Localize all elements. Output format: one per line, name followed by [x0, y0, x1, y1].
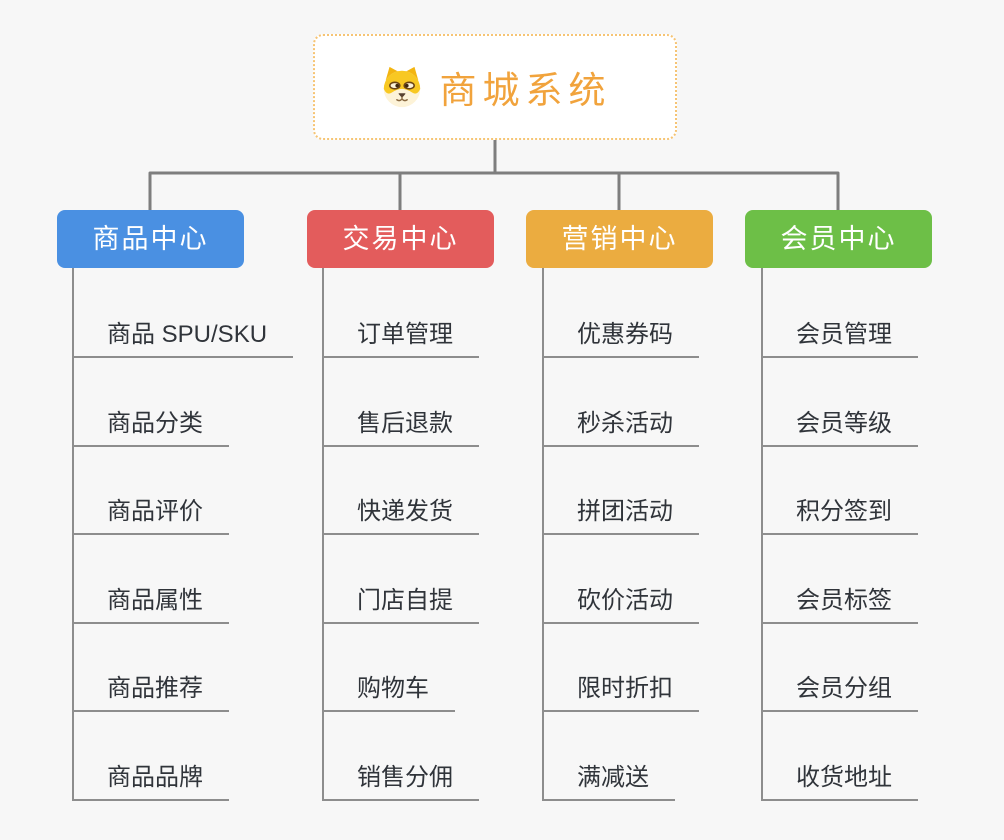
- connector-group: [148, 140, 840, 210]
- topic-node[interactable]: 砍价活动: [543, 584, 699, 624]
- topic-node[interactable]: 售后退款: [323, 407, 479, 447]
- topic-node[interactable]: 会员等级: [762, 407, 918, 447]
- root-title: 商城系统: [439, 70, 612, 111]
- topic-node[interactable]: 优惠券码: [543, 318, 699, 358]
- branch-node-product-center[interactable]: 商品中心: [57, 210, 244, 268]
- topic-node[interactable]: 会员标签: [762, 584, 918, 624]
- topic-node[interactable]: 拼团活动: [543, 495, 699, 535]
- topic-node[interactable]: 销售分佣: [323, 761, 479, 801]
- topic-node[interactable]: 商品属性: [73, 584, 229, 624]
- tree-line: [148, 171, 840, 210]
- topic-node[interactable]: 秒杀活动: [543, 407, 699, 447]
- topic-node[interactable]: 快递发货: [323, 495, 479, 535]
- root-node-mall-system[interactable]: 商城系统: [313, 34, 677, 140]
- topic-node[interactable]: 商品评价: [73, 495, 229, 535]
- branch-marketing-children: 优惠券码 秒杀活动 拼团活动 砍价活动 限时折扣 满减送: [542, 268, 804, 801]
- topic-node[interactable]: 商品 SPU/SKU: [73, 318, 294, 358]
- topic-node[interactable]: 会员管理: [762, 318, 918, 358]
- topic-node[interactable]: 商品分类: [73, 407, 229, 447]
- topic-node[interactable]: 购物车: [323, 672, 455, 712]
- topic-node[interactable]: 会员分组: [762, 672, 918, 712]
- topic-node[interactable]: 限时折扣: [543, 672, 699, 712]
- topic-node[interactable]: 商品品牌: [73, 761, 229, 801]
- branch-product-children: 商品 SPU/SKU 商品分类 商品评价 商品属性 商品推荐 商品品牌: [72, 268, 334, 801]
- topic-node[interactable]: 满减送: [543, 761, 675, 801]
- branch-node-trade-center[interactable]: 交易中心: [307, 210, 494, 268]
- branch-node-marketing-center[interactable]: 营销中心: [526, 210, 713, 268]
- branch-node-member-center[interactable]: 会员中心: [745, 210, 932, 268]
- topic-node[interactable]: 门店自提: [323, 584, 479, 624]
- topic-node[interactable]: 积分签到: [762, 495, 918, 535]
- branch-member-children: 会员管理 会员等级 积分签到 会员标签 会员分组 收货地址: [761, 268, 1004, 801]
- branch-trade-children: 订单管理 售后退款 快递发货 门店自提 购物车 销售分佣: [322, 268, 584, 801]
- dog-face-icon: [379, 64, 425, 110]
- topic-node[interactable]: 订单管理: [323, 318, 479, 358]
- topic-node[interactable]: 商品推荐: [73, 672, 229, 712]
- topic-node[interactable]: 收货地址: [762, 761, 918, 801]
